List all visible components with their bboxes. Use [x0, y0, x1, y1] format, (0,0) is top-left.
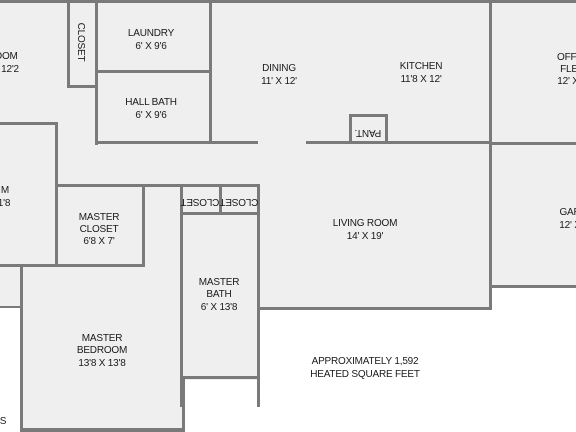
- laundry-name: LAUNDRY: [128, 28, 175, 39]
- edge-fragment: S: [0, 416, 7, 427]
- room-labels: OOM 12'2 M 1'8 CLOSET LAUNDRY 6' X 9'6 H…: [0, 23, 576, 427]
- master-bedroom-name-1: MASTER: [82, 333, 122, 344]
- master-bath-dims: 6' X 13'8: [201, 302, 238, 313]
- bedroom2-partial-name: M: [1, 185, 9, 196]
- garage-partial-dims: 12' X: [559, 220, 576, 231]
- laundry-dims: 6' X 9'6: [135, 41, 167, 52]
- living-room-name: LIVING ROOM: [333, 218, 397, 229]
- dining-dims: 11' X 12': [261, 76, 297, 87]
- master-closet-name-1: MASTER: [79, 212, 119, 223]
- closet-top-label: CLOSET: [75, 23, 86, 62]
- master-bedroom-name-2: BEDROOM: [77, 345, 127, 356]
- bath-closet-right-label: CLOSET: [220, 196, 259, 207]
- kitchen-dims: 11'8 X 12': [400, 74, 441, 85]
- pantry-label: PANT.: [355, 127, 382, 138]
- office-partial-sub: FLE: [560, 64, 576, 75]
- master-bath-name-1: MASTER: [199, 277, 239, 288]
- master-bath-name-2: BATH: [206, 289, 231, 300]
- hall-bath-dims: 6' X 9'6: [135, 110, 167, 121]
- hall-bath-name: HALL BATH: [125, 97, 177, 108]
- master-bedroom-dims: 13'8 X 13'8: [78, 358, 126, 369]
- master-closet-name-2: CLOSET: [80, 224, 119, 235]
- square-feet-note-1: APPROXIMATELY 1,592: [312, 356, 419, 367]
- dining-name: DINING: [262, 63, 296, 74]
- living-room-dims: 14' X 19': [347, 231, 384, 242]
- kitchen-name: KITCHEN: [400, 61, 443, 72]
- garage-partial-name: GAR: [559, 207, 576, 218]
- square-feet-note-2: HEATED SQUARE FEET: [310, 369, 420, 380]
- bath-closet-left-label: CLOSET: [181, 196, 220, 207]
- bedroom-partial-name: OOM: [0, 51, 18, 62]
- office-partial-dims: 12' X: [557, 76, 576, 87]
- bedroom-partial-dims: 12'2: [1, 64, 19, 75]
- master-closet-dims: 6'8 X 7': [83, 236, 114, 247]
- office-partial-name: OFFI: [557, 52, 576, 63]
- bedroom2-partial-dims: 1'8: [0, 198, 11, 209]
